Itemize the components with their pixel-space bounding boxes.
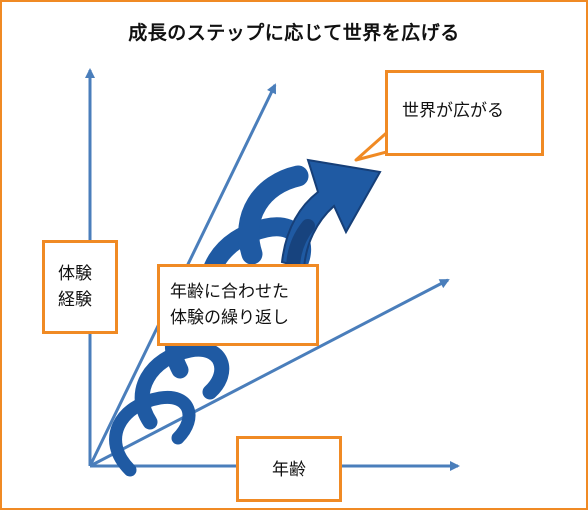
world-expands-callout: 世界が広がる [385, 70, 544, 156]
experience-label-line-2: 経験 [58, 290, 92, 310]
repetition-label-box: 年齢に合わせた 体験の繰り返し [157, 264, 319, 346]
lower-diagonal-arrow [89, 278, 450, 468]
world-expands-label: 世界が広がる [402, 101, 504, 121]
age-label-box: 年齢 [236, 436, 342, 502]
spiral-coil-5 [238, 165, 309, 265]
diagram-title: 成長のステップに応じて世界を広げる [128, 22, 460, 44]
experience-label-line-1: 体験 [58, 264, 92, 284]
spiral-coil-1 [109, 390, 196, 477]
repetition-label-line-2: 体験の繰り返し [170, 308, 289, 328]
age-label: 年齢 [272, 460, 306, 480]
experience-label-box: 体験 経験 [42, 240, 118, 334]
spiral-coil-2 [134, 341, 230, 430]
repetition-label-line-1: 年齢に合わせた [170, 282, 289, 302]
